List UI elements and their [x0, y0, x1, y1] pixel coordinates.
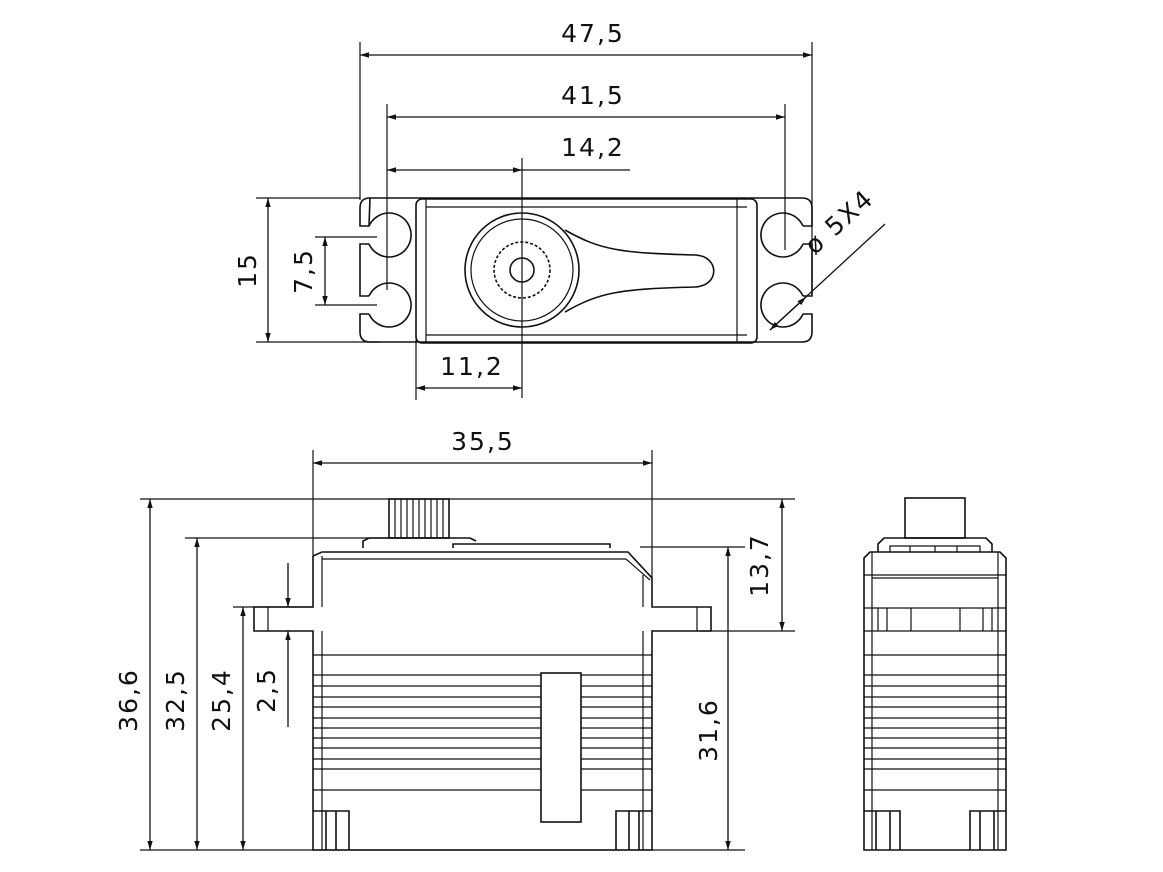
mounting-holes	[368, 212, 804, 328]
dim-label: ø 5X4	[799, 183, 879, 260]
dim-above-flange: 13,7	[745, 499, 785, 631]
dim-label: 11,2	[440, 352, 504, 381]
dim-label: 41,5	[561, 81, 625, 110]
dim-label: 15	[233, 252, 262, 288]
dim-label: 36,6	[114, 668, 143, 732]
dim-label: 7,5	[289, 248, 318, 294]
case-details	[267, 556, 698, 850]
dim-flange-thickness: 2,5	[252, 563, 291, 727]
dim-label: 32,5	[161, 668, 190, 732]
dim-total-height: 36,6	[114, 499, 153, 850]
dim-body-width: 35,5	[313, 427, 652, 466]
servo-body-top	[415, 198, 758, 344]
dim-label: 13,7	[745, 533, 774, 597]
dim-hole-spacing: 41,5	[387, 81, 785, 120]
dim-label: 2,5	[252, 667, 281, 713]
dim-hole-pitch: 7,5	[289, 237, 328, 305]
side-view	[863, 497, 1007, 851]
dim-label: 25,4	[207, 668, 236, 732]
front-view: 35,5 36,6 32,5 25,4 2,5 13,7 31,6	[114, 427, 795, 851]
dim-shaft-from-body: 11,2	[416, 352, 522, 391]
output-spline	[362, 498, 611, 548]
dim-label: 35,5	[451, 427, 515, 456]
dim-flange-height: 25,4	[207, 607, 246, 850]
servo-case-front	[253, 551, 712, 851]
output-shaft-side	[904, 497, 966, 539]
dim-label: 47,5	[561, 19, 625, 48]
servo-horn	[464, 212, 715, 328]
dim-height-to-gear: 32,5	[161, 538, 200, 850]
mounting-flange	[359, 197, 813, 343]
label-window	[540, 672, 582, 823]
dim-label: 31,6	[694, 698, 723, 762]
dim-case-height: 31,6	[694, 547, 731, 850]
servo-case-side	[863, 551, 1007, 851]
dim-height: 15	[233, 198, 271, 342]
dim-overall-width: 47,5	[360, 19, 812, 58]
top-view: 47,5 41,5 14,2 15 7,5 11,2 ø 5X4	[233, 19, 886, 400]
dim-label: 14,2	[561, 133, 625, 162]
dim-shaft-offset: 14,2	[387, 133, 630, 173]
